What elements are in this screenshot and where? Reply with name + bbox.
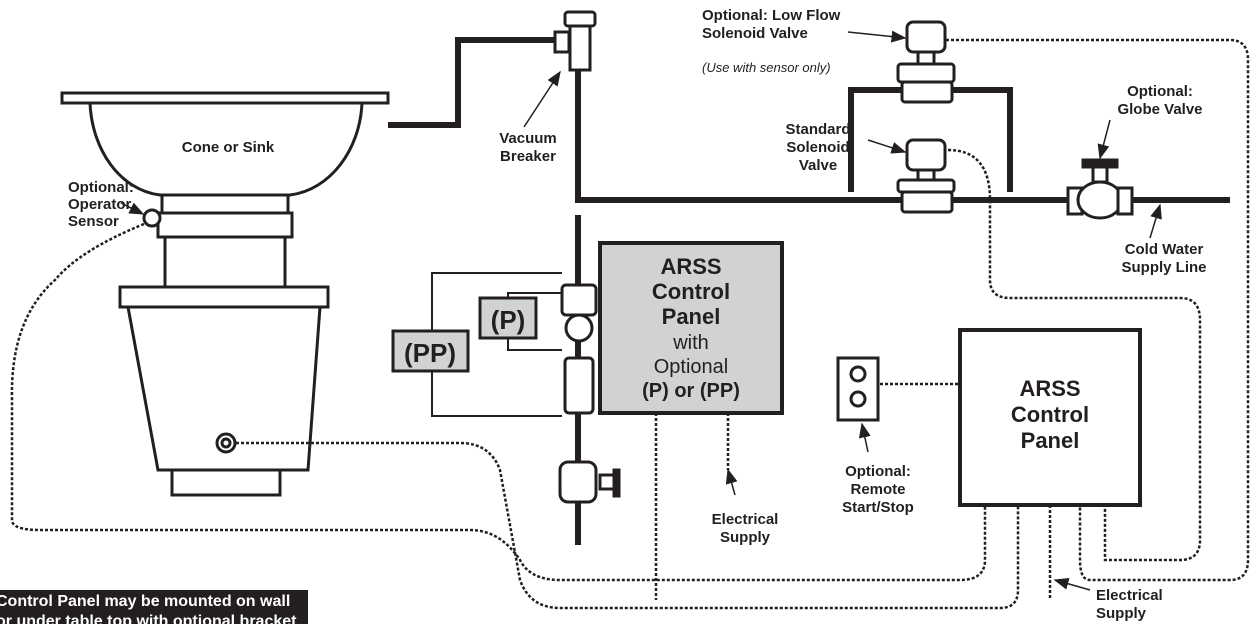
callout-arrows	[120, 30, 1162, 591]
arss-control-panel-main: ARSS Control Panel	[958, 328, 1142, 507]
pp-badge: (PP)	[391, 329, 470, 373]
inline-valve	[558, 283, 621, 504]
svg-text:(PP): (PP)	[404, 338, 456, 368]
low-flow-solenoid-valve	[896, 20, 956, 104]
mounting-note: Control Panel may be mounted on wall or …	[0, 590, 308, 624]
p-badge: (P)	[478, 296, 538, 340]
low-flow-note: (Use with sensor only)	[702, 60, 831, 75]
cone-sink	[60, 91, 390, 497]
svg-text:ARSS: ARSS	[1019, 376, 1080, 401]
cone-sink-label: Cone or Sink	[182, 139, 275, 156]
arss-control-panel-optional: ARSS Control Panel with Optional (P) or …	[598, 241, 784, 415]
svg-text:Optional: Optional	[654, 356, 729, 378]
svg-text:Control: Control	[1011, 402, 1089, 427]
globe-valve	[1066, 158, 1134, 220]
svg-text:ARSS: ARSS	[660, 254, 721, 279]
svg-text:with: with	[672, 332, 709, 354]
globe-valve-label: Optional:Globe Valve	[1117, 83, 1202, 118]
svg-text:(P): (P)	[491, 305, 526, 335]
remote-start-stop	[836, 356, 880, 422]
svg-text:(P) or (PP): (P) or (PP)	[642, 380, 740, 402]
vacuum-breaker	[553, 10, 597, 72]
svg-text:Panel: Panel	[1021, 428, 1080, 453]
standard-solenoid-valve	[896, 138, 956, 214]
svg-text:Panel: Panel	[662, 304, 721, 329]
sink-feed-pipe	[388, 37, 560, 128]
svg-text:Control: Control	[652, 279, 730, 304]
coiled-cables	[10, 38, 1250, 610]
